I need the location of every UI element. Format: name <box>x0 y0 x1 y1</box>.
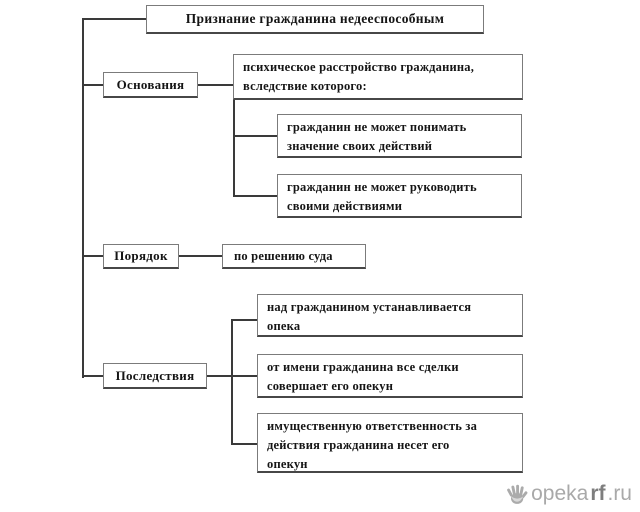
procedure-connector-left <box>84 255 103 257</box>
title-box: Признание гражданина недееспособным <box>146 5 484 34</box>
consequences-label: Последствия <box>115 367 195 383</box>
grounds-item-line: значение своих действий <box>287 139 433 153</box>
branch-procedure: Порядок <box>103 244 179 269</box>
grounds-item2-connector <box>235 195 277 197</box>
consequence-line: от имени гражданина все сделки <box>267 360 459 374</box>
consequence-line: опека <box>267 319 301 333</box>
watermark-name: opeka <box>531 482 589 505</box>
consequence-box-3: имущественную ответственность за действи… <box>257 413 523 473</box>
consequence-box-1: над гражданином устанавливается опека <box>257 294 523 337</box>
consequence-box-2: от имени гражданина все сделки совершает… <box>257 354 523 398</box>
main-trunk-line <box>82 18 84 378</box>
consequence-line: имущественную ответственность за <box>267 419 478 433</box>
consequence1-connector <box>233 319 257 321</box>
hand-icon <box>506 483 529 506</box>
procedure-label: Порядок <box>114 248 168 263</box>
procedure-value-box: по решению суда <box>222 244 366 269</box>
grounds-condition-box: психическое расстройство гражданина, всл… <box>233 54 523 100</box>
consequence-line: совершает его опекун <box>267 379 394 393</box>
watermark-name-bold: rf <box>590 482 606 505</box>
grounds-item-line: гражданин не может понимать <box>287 120 467 134</box>
consequence-line: над гражданином устанавливается <box>267 300 472 314</box>
consequence3-connector <box>233 443 257 445</box>
procedure-connector-right <box>179 255 222 257</box>
branch-grounds: Основания <box>103 72 198 98</box>
condition-line: вследствие которого: <box>243 79 367 93</box>
condition-line: психическое расстройство гражданина, <box>243 60 475 74</box>
grounds-item-box-2: гражданин не может руководить своими дей… <box>277 174 522 218</box>
procedure-value: по решению суда <box>234 249 333 263</box>
grounds-item1-connector <box>235 135 277 137</box>
diagram-title: Признание гражданина недееспособным <box>185 11 445 26</box>
grounds-label: Основания <box>116 76 185 92</box>
consequence-line: опекун <box>267 457 308 471</box>
consequences-connector-left <box>84 375 103 377</box>
consequence-line: действия гражданина несет его <box>267 438 450 452</box>
grounds-connector-left <box>84 84 103 86</box>
branch-consequences: Последствия <box>103 363 207 389</box>
grounds-item-box-1: гражданин не может понимать значение сво… <box>277 114 522 158</box>
grounds-sub-trunk-line <box>233 100 235 197</box>
grounds-item-line: своими действиями <box>287 199 403 213</box>
consequences-trunk-line <box>231 319 233 445</box>
grounds-connector-right <box>198 84 233 86</box>
watermark-tld: .ru <box>607 482 632 505</box>
title-connector <box>84 18 146 20</box>
grounds-item-line: гражданин не может руководить <box>287 180 477 194</box>
